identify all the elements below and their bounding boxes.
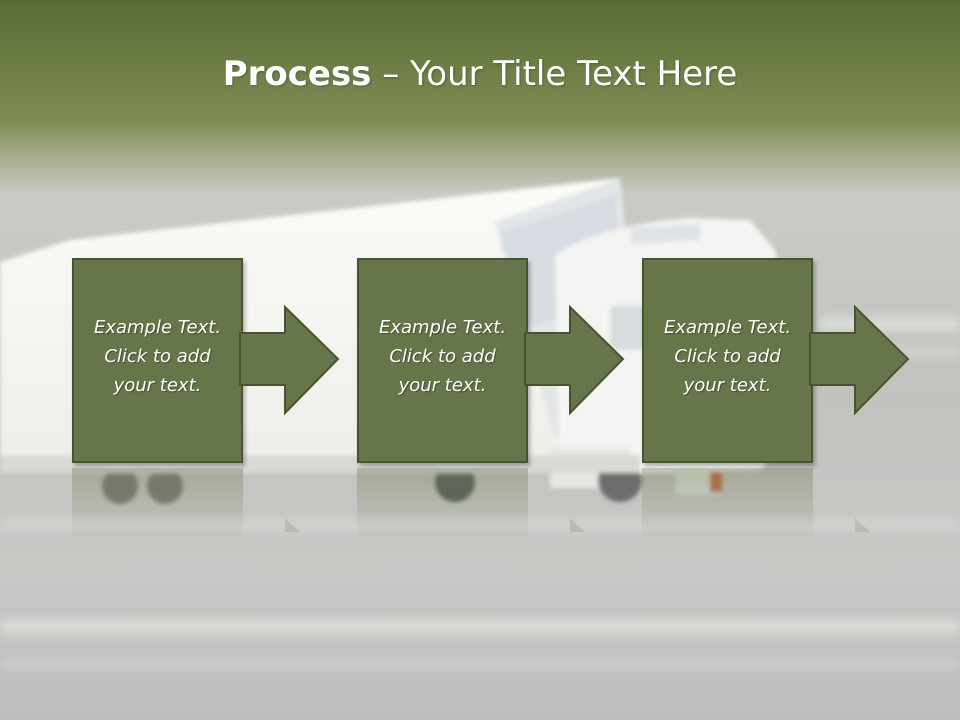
- step-2-line-1: Example Text.: [378, 317, 507, 338]
- title-rest-text: – Your Title Text Here: [371, 54, 738, 94]
- step-3-arrow-icon: [809, 304, 910, 416]
- slide-title[interactable]: Process – Your Title Text Here: [0, 50, 960, 98]
- step-1-line-3: your text.: [113, 375, 202, 396]
- process-step-3[interactable]: Example Text. Click to add your text.: [642, 258, 813, 463]
- process-step-1[interactable]: Example Text. Click to add your text.: [72, 258, 243, 463]
- title-strong-text: Process: [222, 54, 372, 94]
- step-3-line-2: Click to add: [674, 346, 781, 367]
- step-3-line-3: your text.: [683, 375, 772, 396]
- step-2-arrow-icon: [524, 304, 625, 416]
- step-1-line-2: Click to add: [104, 346, 211, 367]
- step-2-line-3: your text.: [398, 375, 487, 396]
- step-3-line-1: Example Text.: [663, 317, 792, 338]
- process-step-2[interactable]: Example Text. Click to add your text.: [357, 258, 528, 463]
- step-1-arrow-icon: [239, 304, 340, 416]
- step-2-line-2: Click to add: [389, 346, 496, 367]
- process-reflection: [72, 468, 870, 543]
- step-1-line-1: Example Text.: [93, 317, 222, 338]
